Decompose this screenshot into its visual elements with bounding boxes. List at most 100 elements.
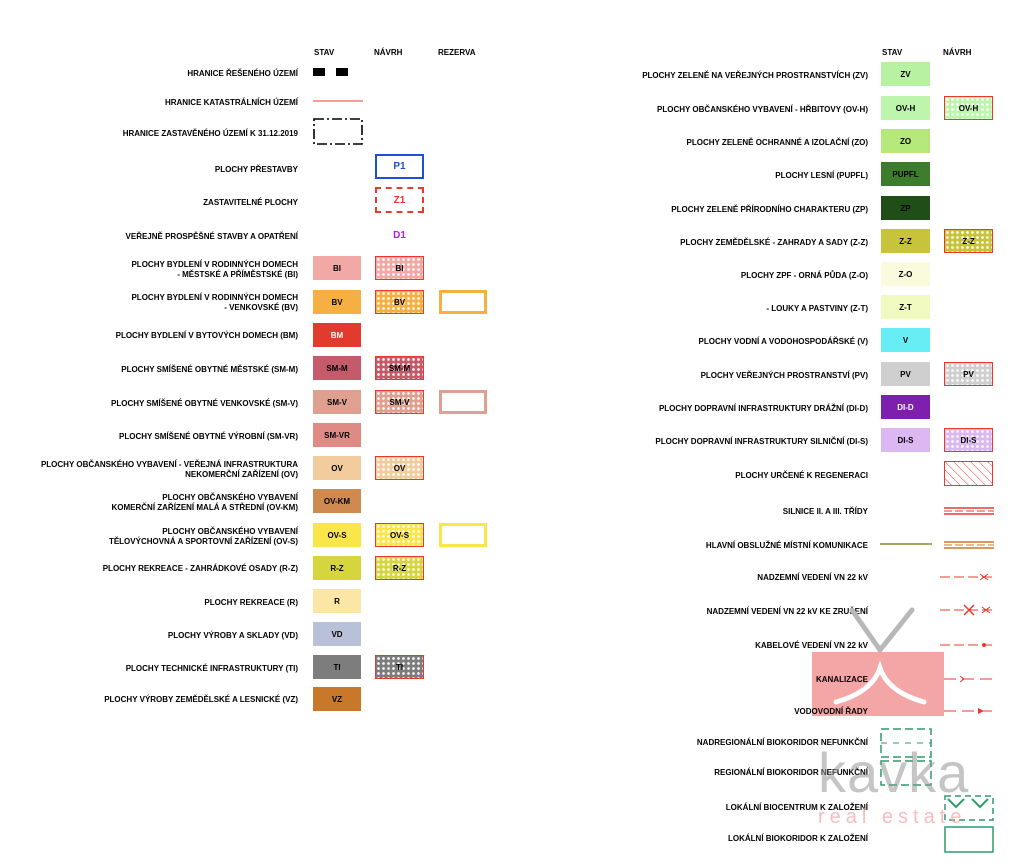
legend-label: PLOCHY PŘESTAVBY (214, 165, 298, 174)
swatch-rezerva-ov-s (439, 523, 487, 547)
legend-label: NADZEMNÍ VEDENÍ VN 22 kV (757, 573, 868, 582)
legend-label: PLOCHY URČENÉ K REGENERACI (735, 471, 868, 480)
swatch-navrh-ti: TI (375, 655, 424, 679)
legend-label: VEŘEJNĚ PROSPĚŠNÉ STAVBY A OPATŘENÍ (125, 232, 298, 241)
header-navrh-left: NÁVRH (374, 48, 403, 57)
legend-label: PLOCHY REKREACE (R) (204, 598, 298, 607)
legend-label: HRANICE KATASTRÁLNÍCH ÚZEMÍ (164, 98, 298, 107)
swatch-stav-r-z: R-Z (313, 556, 361, 580)
swatch-stav-zp: ZP (881, 196, 930, 220)
swatch-stav-zv: ZV (881, 62, 930, 86)
header-navrh-right: NÁVRH (943, 48, 972, 57)
swatch-stav-vz: VZ (313, 687, 361, 711)
legend-label: PLOCHY BYDLENÍ V RODINNÝCH DOMECH- VENKO… (131, 293, 298, 312)
swatch-navrh-ov: OV (375, 456, 424, 480)
legend-label: PLOCHY SMÍŠENÉ OBYTNÉ VÝROBNÍ (SM-VR) (119, 432, 298, 441)
swatch-stav-z-z: Z-Z (881, 229, 930, 253)
header-stav-right: STAV (882, 48, 903, 57)
swatch-stav-r: R (313, 589, 361, 613)
kanalizace-highlight (812, 652, 944, 716)
swatch-stav-ti: TI (313, 655, 361, 679)
cadastral-boundary-line (313, 100, 363, 102)
swatch-stav-ov-h: OV-H (881, 96, 930, 120)
regeneration-hatch-symbol (944, 461, 993, 486)
watermark-brand: kavka (818, 741, 970, 804)
legend-label: PLOCHY SMÍŠENÉ OBYTNÉ VENKOVSKÉ (SM-V) (111, 399, 298, 408)
sewer-line-symbol (944, 675, 996, 683)
swatch-stav-bi: BI (313, 256, 361, 280)
swatch-stav-sm-v: SM-V (313, 390, 361, 414)
swatch-stav-di-d: DI-D (881, 395, 930, 419)
swatch-rezerva-bv (439, 290, 487, 314)
swatch-stav-vd: VD (313, 622, 361, 646)
swatch-stav-zo: ZO (881, 129, 930, 153)
legend-label: VODOVODNÍ ŘADY (794, 707, 868, 716)
swatch-stav-di-s: DI-S (881, 428, 930, 452)
swatch-rezerva-sm-v (439, 390, 487, 414)
header-stav-left: STAV (314, 48, 335, 57)
legend-label: PLOCHY VODNÍ A VODOHOSPODÁŘSKÉ (V) (698, 337, 869, 346)
overhead-line-symbol (940, 573, 996, 581)
legend-label: PLOCHY OBČANSKÉHO VYBAVENÍ - HŘBITOVY (O… (657, 105, 868, 114)
water-main-symbol (944, 708, 996, 714)
legend-label: ZASTAVITELNÉ PLOCHY (203, 198, 298, 207)
swatch-stav-pupfl: PUPFL (881, 162, 930, 186)
legend-label: HRANICE ŘEŠENÉHO ÚZEMÍ (187, 69, 298, 78)
legend-label: KANALIZACE (816, 675, 868, 684)
legend-label: LOKÁLNÍ BIOKORIDOR K ZALOŽENÍ (728, 834, 868, 843)
legend-label: PLOCHY OBČANSKÉHO VYBAVENÍ - VEŘEJNÁ INF… (40, 460, 298, 479)
swatch-navrh-di-s: DI-S (944, 428, 993, 452)
watermark-chevron-icon (833, 607, 927, 705)
legend-label: PLOCHY BYDLENÍ V RODINNÝCH DOMECH- MĚSTS… (131, 260, 298, 279)
supraregional-biocorridor-symbol (880, 728, 932, 758)
swatch-navrh-bi: BI (375, 256, 424, 280)
local-road-line-stav (880, 543, 932, 545)
legend-label: PLOCHY VEŘEJNÝCH PROSTRANSTVÍ (PV) (700, 371, 868, 380)
legend-label: HLAVNÍ OBSLUŽNÉ MÍSTNÍ KOMUNIKACE (705, 541, 868, 550)
legend-label: PLOCHY ZELENĚ NA VEŘEJNÝCH PROSTRANSTVÍC… (642, 71, 868, 80)
legend-label: PLOCHY SMÍŠENÉ OBYTNÉ MĚSTSKÉ (SM-M) (121, 365, 298, 374)
swatch-navrh-z1: Z1 (375, 187, 424, 213)
swatch-stav-ov: OV (313, 456, 361, 480)
legend-label: PLOCHY ZELENĚ PŘÍRODNÍHO CHARAKTERU (ZP) (671, 205, 868, 214)
legend-label: PLOCHY REKREACE - ZAHRÁDKOVÉ OSADY (R-Z) (102, 564, 298, 573)
watermark-tagline: real estate (818, 806, 967, 828)
swatch-stav-z-t: Z-T (881, 295, 930, 319)
regional-biocorridor-symbol (880, 760, 932, 786)
swatch-navrh-pv: PV (944, 362, 993, 386)
swatch-navrh-ov-h: OV-H (944, 96, 993, 120)
legend-label: PLOCHY ZPF - ORNÁ PŮDA (Z-O) (740, 271, 868, 280)
swatch-navrh-sm-m: SM-M (375, 356, 424, 380)
swatch-navrh-p1: P1 (375, 154, 424, 179)
legend-label: KABELOVÉ VEDENÍ VN 22 kV (755, 641, 868, 650)
swatch-stav-z-o: Z-O (881, 262, 930, 286)
swatch-navrh-r-z: R-Z (375, 556, 424, 580)
swatch-navrh-sm-v: SM-V (375, 390, 424, 414)
road-ii-iii-symbol (944, 507, 994, 515)
legend-label: LOKÁLNÍ BIOCENTRUM K ZALOŽENÍ (725, 803, 868, 812)
legend-label: NADREGIONÁLNÍ BIOKORIDOR NEFUNKČNÍ (696, 738, 868, 747)
swatch-stav-bv: BV (313, 290, 361, 314)
legend-label: - LOUKY A PASTVINY (Z-T) (766, 304, 868, 313)
local-biocorridor-symbol (944, 826, 994, 853)
legend-label: PLOCHY DOPRAVNÍ INFRASTRUKTURY DRÁŽNÍ (D… (658, 404, 868, 413)
swatch-navrh-ov-s: OV-S (375, 523, 424, 547)
legend-label: PLOCHY LESNÍ (PUPFL) (775, 171, 868, 180)
legend-label: PLOCHY ZEMĚDĚLSKÉ - ZAHRADY A SADY (Z-Z) (680, 238, 868, 247)
swatch-stav-ov-km: OV-KM (313, 489, 361, 513)
legend-label: PLOCHY ZELENĚ OCHRANNÉ A IZOLAČNÍ (ZO) (686, 138, 868, 147)
overhead-line-removal-symbol (940, 604, 996, 616)
local-biocenter-symbol (944, 795, 994, 821)
legend-label: HRANICE ZASTAVĚNÉHO ÚZEMÍ K 31.12.2019 (122, 129, 298, 138)
swatch-stav-sm-m: SM-M (313, 356, 361, 380)
cable-line-symbol (940, 643, 996, 647)
swatch-navrh-d1: D1 (393, 229, 406, 241)
swatch-stav-pv: PV (881, 362, 930, 386)
swatch-stav-sm-vr: SM-VR (313, 423, 361, 447)
local-road-symbol-navrh (944, 541, 994, 549)
swatch-navrh-bv: BV (375, 290, 424, 314)
header-rezerva-left: REZERVA (438, 48, 476, 57)
legend-label: REGIONÁLNÍ BIOKORIDOR NEFUNKČNÍ (714, 768, 868, 777)
